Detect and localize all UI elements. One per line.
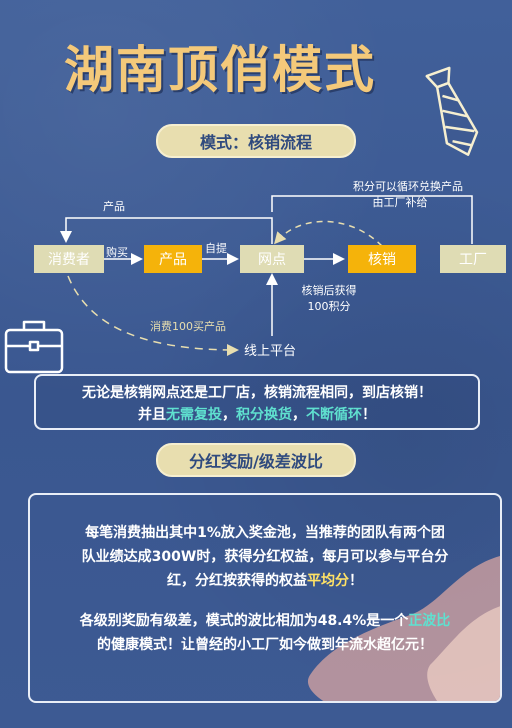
page-title: 湖南顶俏模式 (64, 41, 376, 99)
node-outlet: 网点 (240, 245, 304, 273)
details-paragraph-2: 各级别奖励有级差，模式的波比相加为48.4%是一个正波比 的健康模式！让曾经的小… (40, 609, 490, 657)
details-text: 队业绩达成300W时，获得分红权益，每月可以参与平台分 (81, 549, 449, 565)
highlight-points-exchange: 积分换货 (236, 407, 292, 423)
arrow-consume-online (67, 275, 239, 356)
node-consumer: 消费者 (34, 245, 104, 273)
notice-sep: ， (222, 407, 236, 423)
highlight-average: 平均分 (307, 573, 349, 589)
section-header-rewards: 分红奖励/级差波比 (156, 443, 356, 477)
highlight-cycle: 不断循环 (306, 407, 362, 423)
node-redeem: 核销 (348, 245, 416, 273)
node-online-platform: 线上平台 (244, 344, 297, 359)
details-text: 各级别奖励有级差，模式的波比相加为48.4%是一个 (79, 613, 409, 629)
label-redeem-gain-line2: 100积分 (307, 300, 351, 313)
notice-end: ！ (362, 407, 376, 423)
label-points-line2: 由工厂补给 (372, 196, 428, 209)
section-header-process: 模式：核销流程 (156, 124, 356, 158)
notice-line2: 并且无需复投，积分换货，不断循环！ (36, 404, 478, 426)
details-box: 每笔消费抽出其中1%放入奖金池，当推荐的团队有两个团 队业绩达成300W时，获得… (28, 493, 502, 703)
details-text: 的健康模式！让曾经的小工厂如今做到年流水超亿元！ (97, 637, 433, 653)
highlight-positive-ratio: 正波比 (408, 613, 451, 629)
label-consume-online: 消费100买产品 (150, 320, 226, 333)
cloud-decoration (307, 556, 500, 701)
node-factory: 工厂 (440, 245, 506, 273)
details-paragraph-1: 每笔消费抽出其中1%放入奖金池，当推荐的团队有两个团 队业绩达成300W时，获得… (40, 521, 490, 593)
arrow-factory-supply (271, 195, 473, 244)
details-text: ！ (349, 573, 363, 589)
arrow-redeem-loop (274, 220, 383, 247)
notice-sep: ， (292, 407, 306, 423)
arrow-product-back (60, 217, 273, 244)
details-text: 每笔消费抽出其中1%放入奖金池，当推荐的团队有两个团 (85, 525, 445, 541)
details-text: 红，分红按获得的权益 (167, 573, 307, 589)
notice-text: 并且 (138, 407, 166, 423)
node-product: 产品 (144, 245, 202, 273)
notice-box: 无论是核销网点还是工厂店，核销流程相同，到店核销！ 并且无需复投，积分换货，不断… (34, 374, 480, 430)
label-pickup: 自提 (205, 242, 227, 255)
label-buy: 购买 (106, 246, 128, 259)
label-product-back: 产品 (103, 200, 125, 213)
label-redeem-gain-line1: 核销后获得 (301, 284, 357, 297)
notice-line1: 无论是核销网点还是工厂店，核销流程相同，到店核销！ (82, 385, 432, 401)
highlight-no-reinvest: 无需复投 (166, 407, 222, 423)
label-points-line1: 积分可以循环兑换产品 (353, 180, 463, 193)
